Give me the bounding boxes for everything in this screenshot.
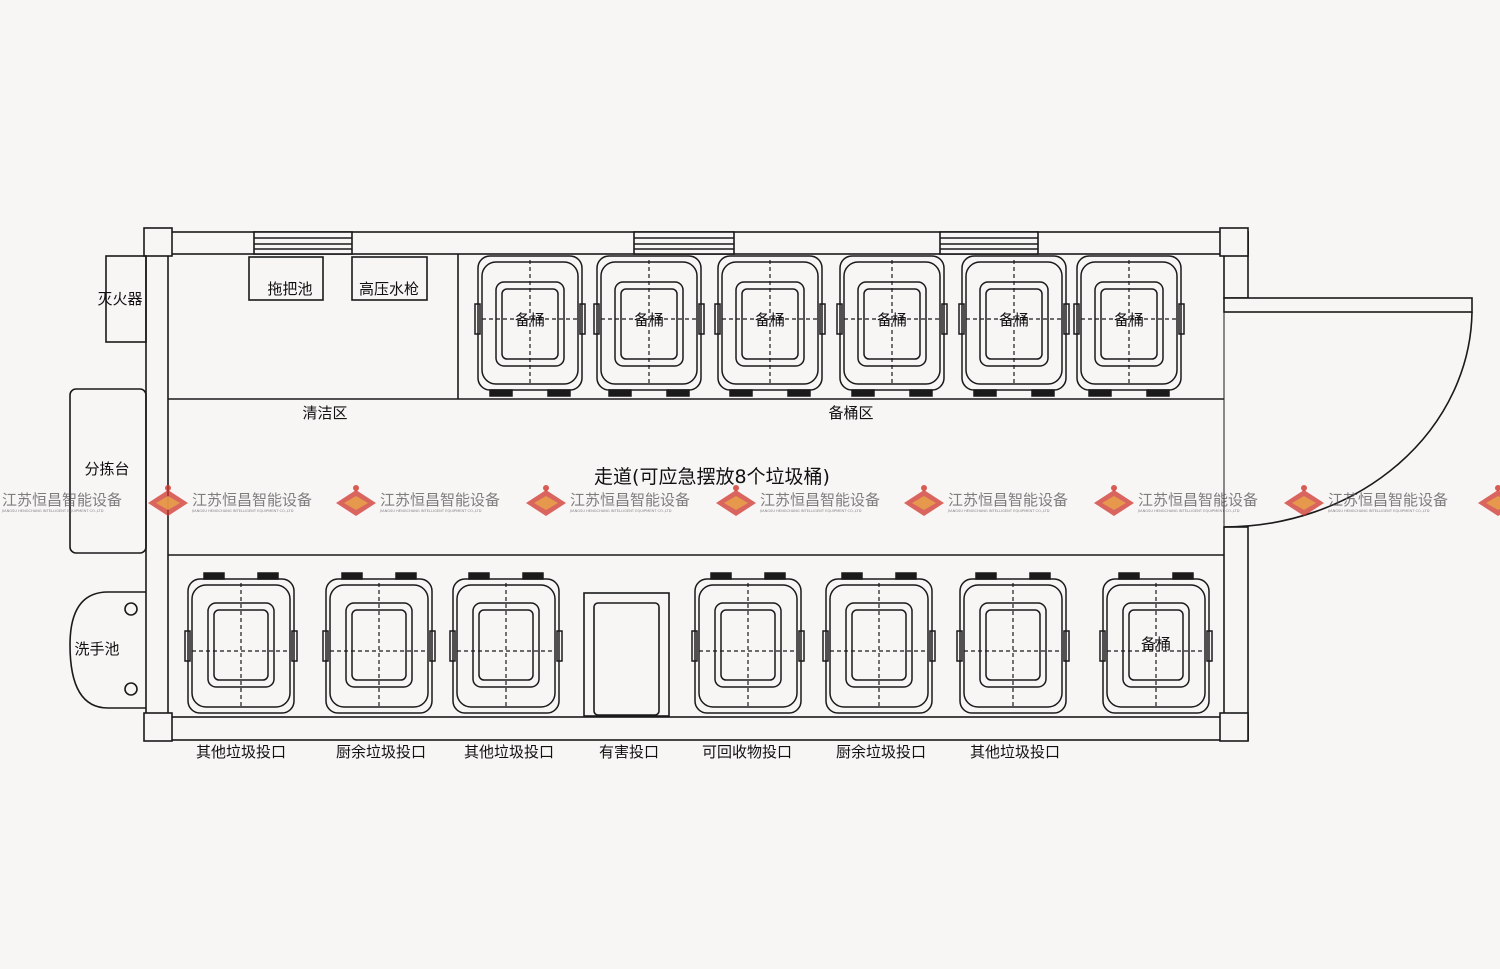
corner-post <box>1219 712 1249 742</box>
fire-extinguisher-label: 灭火器 <box>97 290 142 308</box>
spare-bin-label: 备桶 <box>877 311 907 329</box>
wall-right-lower <box>1223 526 1249 741</box>
spare-bin-label: 备桶 <box>1141 635 1171 653</box>
watermark-sub: JIANGSU HENGCHANG INTELLIGENT EQUIPMENT … <box>569 509 672 513</box>
disposal-bin <box>822 572 936 714</box>
spare-bin: 备桶 <box>1099 572 1213 714</box>
watermark-name: 江苏恒昌智能设备 <box>192 491 312 509</box>
company-logo <box>716 485 756 516</box>
pressure-washer-label: 高压水枪 <box>359 280 419 298</box>
sorting-table-box <box>69 388 147 554</box>
disposal-label: 其他垃圾投口 <box>196 743 286 761</box>
watermark-name: 江苏恒昌智能设备 <box>1138 491 1258 509</box>
mop-sink-label: 拖把池 <box>267 280 312 298</box>
company-logo <box>1478 485 1500 516</box>
watermark-name: 江苏恒昌智能设备 <box>948 491 1068 509</box>
watermark-sub: JIANGSU HENGCHANG INTELLIGENT EQUIPMENT … <box>379 509 482 513</box>
spare-zone-label: 备桶区 <box>828 404 873 422</box>
pressure-washer-box <box>351 256 428 301</box>
disposal-label: 有害投口 <box>599 743 659 761</box>
disposal-bin <box>449 572 563 714</box>
company-logo <box>336 485 376 516</box>
disposal-label: 厨余垃圾投口 <box>836 743 926 761</box>
disposal-bin <box>322 572 436 714</box>
wash-basin-label: 洗手池 <box>74 640 119 658</box>
spare-bin: 备桶 <box>958 255 1070 397</box>
disposal-label-row: 其他垃圾投口 厨余垃圾投口 其他垃圾投口 有害投口 可回收物投口 厨余垃圾投口 其他垃圾投口 <box>196 743 1060 761</box>
disposal-label: 其他垃圾投口 <box>970 743 1060 761</box>
mop-sink-box <box>248 256 324 301</box>
spare-bin-label: 备桶 <box>1114 311 1144 329</box>
corner-post <box>143 227 173 257</box>
disposal-bin <box>691 572 805 714</box>
spare-bin-label: 备桶 <box>634 311 664 329</box>
spare-bin-label: 备桶 <box>515 311 545 329</box>
watermark-name: 江苏恒昌智能设备 <box>2 491 122 509</box>
company-logo <box>526 485 566 516</box>
company-logo <box>904 485 944 516</box>
company-logo <box>1094 485 1134 516</box>
cleaning-zone-label: 清洁区 <box>302 404 347 422</box>
hazardous-bin <box>583 592 670 717</box>
spare-bin-row: 备桶 备桶 备桶 备桶 备桶 备桶 <box>474 255 1185 397</box>
watermark-sub: JIANGSU HENGCHANG INTELLIGENT EQUIPMENT … <box>1327 509 1430 513</box>
corner-post <box>143 712 173 742</box>
spare-bin: 备桶 <box>714 255 826 397</box>
spare-bin: 备桶 <box>836 255 948 397</box>
watermark-sub: JIANGSU HENGCHANG INTELLIGENT EQUIPMENT … <box>1 509 104 513</box>
fire-extinguisher-box <box>105 255 147 343</box>
disposal-label: 厨余垃圾投口 <box>336 743 426 761</box>
watermark-sub: JIANGSU HENGCHANG INTELLIGENT EQUIPMENT … <box>947 509 1050 513</box>
spare-bin: 备桶 <box>1073 255 1185 397</box>
watermark-item <box>1478 485 1500 516</box>
corner-post <box>1219 227 1249 257</box>
window <box>633 231 735 255</box>
watermark-name: 江苏恒昌智能设备 <box>760 491 880 509</box>
company-logo <box>148 485 188 516</box>
disposal-label: 其他垃圾投口 <box>464 743 554 761</box>
watermark-sub: JIANGSU HENGCHANG INTELLIGENT EQUIPMENT … <box>191 509 294 513</box>
spare-bin: 备桶 <box>474 255 586 397</box>
watermark-sub: JIANGSU HENGCHANG INTELLIGENT EQUIPMENT … <box>1137 509 1240 513</box>
spare-bin-label: 备桶 <box>755 311 785 329</box>
watermark-name: 江苏恒昌智能设备 <box>1328 491 1448 509</box>
disposal-bin <box>184 572 298 714</box>
disposal-label: 可回收物投口 <box>702 743 792 761</box>
window <box>253 231 353 255</box>
watermark-name: 江苏恒昌智能设备 <box>570 491 690 509</box>
watermark-name: 江苏恒昌智能设备 <box>380 491 500 509</box>
spare-bin: 备桶 <box>593 255 705 397</box>
disposal-bin <box>956 572 1070 714</box>
disposal-bin-row: 备桶 <box>184 572 1213 714</box>
wash-basin <box>69 591 146 709</box>
door <box>1223 297 1473 528</box>
company-logo <box>1284 485 1324 516</box>
aisle-label: 走道(可应急摆放8个垃圾桶) <box>594 466 830 488</box>
wall-left <box>145 231 169 741</box>
wall-bottom <box>145 716 1249 741</box>
spare-bin-label: 备桶 <box>999 311 1029 329</box>
sorting-table-label: 分拣台 <box>84 460 129 478</box>
watermark-sub: JIANGSU HENGCHANG INTELLIGENT EQUIPMENT … <box>759 509 862 513</box>
window <box>939 231 1039 255</box>
